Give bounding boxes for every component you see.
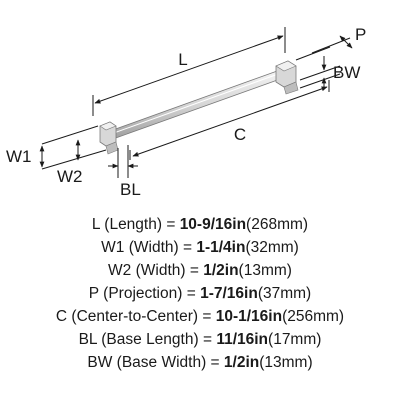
spec-key: BL — [78, 331, 97, 348]
spec-imperial: 1/2in — [223, 354, 260, 371]
spec-key: P — [88, 285, 99, 302]
dim-p — [295, 35, 353, 61]
spec-key: W2 — [108, 262, 132, 279]
spec-metric: (37mm) — [257, 285, 312, 302]
spec-metric: (13mm) — [259, 354, 313, 371]
spec-row-c: C (Center-to-Center) = 10-1/16in(256mm) — [0, 305, 400, 328]
spec-list: L (Length) = 10-9/16in(268mm) W1 (Width)… — [0, 213, 400, 374]
dim-w1 — [39, 125, 107, 170]
handle-bar — [109, 69, 284, 140]
spec-imperial: 1/2in — [203, 262, 239, 279]
spec-imperial: 11/16in — [216, 331, 269, 348]
spec-metric: (256mm) — [282, 308, 345, 325]
label-bw: BW — [333, 63, 360, 82]
spec-metric: (268mm) — [246, 216, 309, 233]
spec-imperial: 1-7/16in — [200, 285, 258, 302]
spec-row-w1: W1 (Width) = 1-1/4in(32mm) — [0, 236, 400, 259]
spec-row-bl: BL (Base Length) = 11/16in(17mm) — [0, 328, 400, 351]
spec-key: C — [55, 308, 68, 325]
label-w1: W1 — [6, 147, 32, 166]
label-bl: BL — [120, 180, 141, 199]
dim-bl — [108, 145, 138, 178]
spec-metric: (32mm) — [245, 239, 299, 256]
spec-imperial: 10-1/16in — [215, 308, 283, 325]
spec-desc: (Length) = — [104, 216, 180, 233]
spec-desc: (Base Length) = — [101, 331, 217, 348]
spec-desc: (Width) = — [135, 262, 204, 279]
spec-metric: (17mm) — [268, 331, 322, 348]
spec-key: W1 — [101, 239, 125, 256]
label-p: P — [355, 25, 366, 44]
spec-imperial: 1-1/4in — [196, 239, 246, 256]
label-l: L — [178, 50, 187, 69]
spec-row-p: P (Projection) = 1-7/16in(37mm) — [0, 282, 400, 305]
spec-desc: (Base Width) = — [116, 354, 224, 371]
dim-l — [92, 27, 286, 116]
dim-c — [129, 80, 330, 160]
spec-row-l: L (Length) = 10-9/16in(268mm) — [0, 213, 400, 236]
spec-key: BW — [87, 354, 113, 371]
spec-imperial: 10-9/16in — [179, 216, 247, 233]
label-w2: W2 — [57, 167, 83, 186]
spec-desc: (Center-to-Center) = — [71, 308, 216, 325]
spec-desc: (Projection) = — [103, 285, 201, 302]
label-c: C — [234, 125, 246, 144]
spec-metric: (13mm) — [238, 262, 292, 279]
spec-row-w2: W2 (Width) = 1/2in(13mm) — [0, 259, 400, 282]
dim-bw — [299, 56, 341, 89]
spec-row-bw: BW (Base Width) = 1/2in(13mm) — [0, 351, 400, 374]
spec-desc: (Width) = — [128, 239, 197, 256]
handle-dimension-diagram: L C W1 W2 BL P BW — [6, 25, 366, 199]
spec-key: L — [91, 216, 100, 233]
